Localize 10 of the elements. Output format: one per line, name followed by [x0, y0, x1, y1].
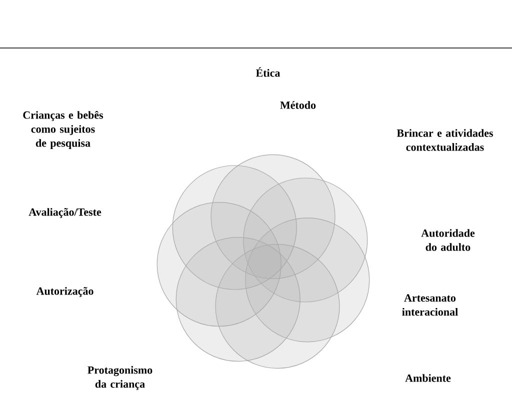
label: Avaliação/Teste: [28, 208, 102, 218]
label: Artesanato interacional: [402, 294, 458, 316]
label: Crianças e bebês como sujeitos de pesquisa: [23, 110, 104, 150]
label: Ambiente: [405, 374, 451, 382]
label: Autoridade do adulto: [421, 229, 475, 251]
label: Autorização: [36, 287, 94, 297]
label: Brincar e atividades contextualizadas: [396, 129, 493, 151]
label: Método: [280, 101, 316, 109]
label: Ética: [256, 67, 280, 77]
label: Protagonismo da criança: [88, 366, 152, 390]
